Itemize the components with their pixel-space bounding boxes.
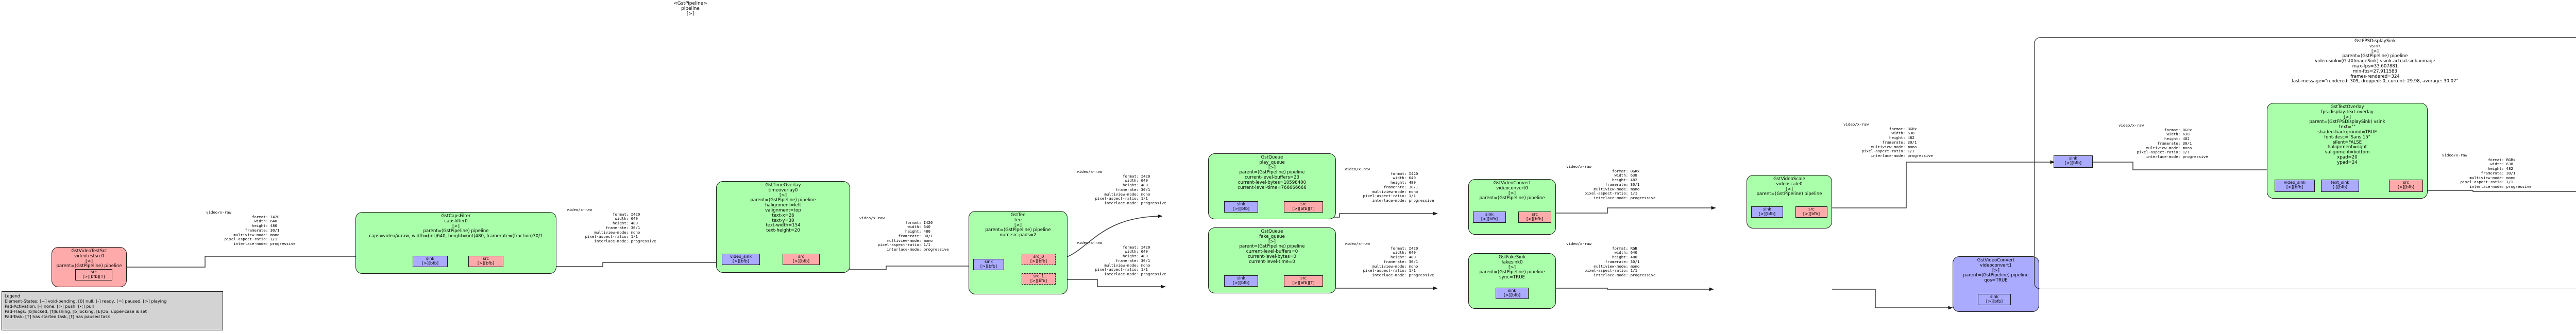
pad-src-fake_queue[interactable]: src [>][bfb][T]	[1284, 275, 1323, 287]
element-header-play_queue: GstQueue play_queue [>] parent=(GstPipel…	[1238, 155, 1307, 190]
pad-src_0-tee[interactable]: src_0 [>][bfb]	[1022, 254, 1056, 265]
element-play_queue[interactable]: GstQueue play_queue [>] parent=(GstPipel…	[1208, 153, 1336, 219]
element-fakesink0[interactable]: GstFakeSink fakesink0 [>] parent=(GstPip…	[1468, 253, 1556, 309]
caps-label-9: video/x-raw format: BGRx width: 638 heig…	[1843, 122, 1933, 159]
element-header-textoverlay: GstTextOverlay fps-display-text-overlay …	[2309, 104, 2385, 165]
element-capsfilter0[interactable]: GstCapsFilter capsfilter0 [>] parent=(Gs…	[355, 212, 556, 274]
element-header-videotestsrc0: GstVideoTestSrc videotestsrc0 [>] parent…	[56, 249, 122, 269]
pad-sink-videoconvert1[interactable]: sink [>][bfb]	[1978, 294, 2011, 305]
pad-sink-play_queue[interactable]: sink [>][bfb]	[1224, 201, 1258, 213]
caps-label-7: video/x-raw format: I420 width: 640 heig…	[1345, 241, 1434, 278]
element-fake_queue[interactable]: GstQueue fake_queue [>] parent=(GstPipel…	[1208, 227, 1336, 293]
pad-sink-capsfilter0[interactable]: sink [>][bfb]	[413, 256, 448, 267]
element-header-videoconvert1: GstVideoConvert videoconvert1 [>] parent…	[1963, 258, 2029, 284]
page-title: <GstPipeline> pipeline [>]	[673, 1, 707, 17]
caps-label-6: video/x-raw format: I420 width: 640 heig…	[1345, 167, 1434, 203]
element-header-videoscale0: GstVideoScale videoscale0 [>] parent=(Gs…	[1756, 177, 1822, 197]
pad-ghost-sink-vsink[interactable]: sink [>][bfb]	[2054, 155, 2093, 168]
pad-sink-fake_queue[interactable]: sink [>][bfb]	[1224, 275, 1258, 287]
pad-text_sink-textoverlay[interactable]: text_sink [-][bfb]	[2321, 180, 2359, 192]
caps-label-8: video/x-raw format: BGRx width: 638 heig…	[1566, 164, 1656, 201]
caps-label-2: video/x-raw format: I420 width: 640 heig…	[567, 207, 656, 244]
element-header-timeoverlay0: GstTimeOverlay timeoverlay0 [>] parent=(…	[750, 183, 816, 234]
pad-src-capsfilter0[interactable]: src [>][bfb]	[468, 256, 503, 267]
pad-src-videoscale0[interactable]: src [>][bfb]	[1795, 206, 1827, 218]
caps-label-11: video/x-raw format: BGRx width: 638 heig…	[2442, 153, 2532, 189]
element-header-videoconvert0: GstVideoConvert videoconvert0 [>] parent…	[1479, 181, 1545, 201]
caps-label-4: video/x-raw format: I420 width: 640 heig…	[1077, 169, 1166, 206]
pad-sink-fakesink0[interactable]: sink [>][bfb]	[1496, 288, 1529, 299]
element-videoconvert1[interactable]: GstVideoConvert videoconvert1 [>] parent…	[1953, 256, 2039, 312]
element-videoscale0[interactable]: GstVideoScale videoscale0 [>] parent=(Gs…	[1747, 175, 1832, 228]
element-header-fakesink0: GstFakeSink fakesink0 [>] parent=(GstPip…	[1479, 255, 1545, 280]
caps-label-3: video/x-raw format: I420 width: 640 heig…	[859, 216, 949, 252]
element-tee[interactable]: GstTee tee [>] parent=(GstPipeline) pipe…	[969, 211, 1067, 294]
pad-sink-timeoverlay0[interactable]: video_sink [>][bfb]	[722, 254, 760, 265]
legend: Legend Element-States: [~] void-pending,…	[2, 291, 223, 330]
element-header-fake_queue: GstQueue fake_queue [>] parent=(GstPipel…	[1239, 229, 1305, 265]
bin-title-vsink: GstFPSDisplaySink vsink [>] parent=(GstP…	[2292, 39, 2459, 84]
caps-label-10: video/x-raw format: BGRx width: 638 heig…	[2119, 123, 2208, 160]
element-videotestsrc0[interactable]: GstVideoTestSrc videotestsrc0 [>] parent…	[52, 247, 127, 287]
pad-src-timeoverlay0[interactable]: src [>][bfb]	[783, 254, 820, 265]
element-videoconvert0[interactable]: GstVideoConvert videoconvert0 [>] parent…	[1468, 179, 1556, 235]
pad-sink-tee[interactable]: sink [>][bfb]	[973, 259, 1004, 270]
pad-src-videoconvert0[interactable]: src [>][bfb]	[1518, 212, 1551, 223]
bin-vsink[interactable]	[2034, 37, 2576, 289]
pad-src_1-tee[interactable]: src_1 [>][bfb]	[1022, 273, 1056, 285]
pad-src-videotestsrc0[interactable]: src [>][bfb][T]	[75, 269, 112, 280]
caps-label-5: video/x-raw format: I420 width: 640 heig…	[1077, 240, 1166, 277]
element-timeoverlay0[interactable]: GstTimeOverlay timeoverlay0 [>] parent=(…	[716, 181, 850, 273]
element-textoverlay[interactable]: GstTextOverlay fps-display-text-overlay …	[2267, 103, 2428, 199]
pad-sink-videoconvert0[interactable]: sink [>][bfb]	[1473, 212, 1506, 223]
pad-sink-videoscale0[interactable]: sink [>][bfb]	[1751, 206, 1783, 218]
caps-label-1: video/x-raw format: I420 width: 640 heig…	[206, 210, 296, 247]
element-header-tee: GstTee tee [>] parent=(GstPipeline) pipe…	[985, 213, 1051, 238]
element-header-capsfilter0: GstCapsFilter capsfilter0 [>] parent=(Gs…	[369, 214, 543, 239]
pad-video_sink-textoverlay[interactable]: video_sink [>][bfb]	[2275, 180, 2315, 192]
pad-src-play_queue[interactable]: src [>][bfb][T]	[1284, 201, 1323, 213]
pad-src-textoverlay[interactable]: src [>][bfb]	[2389, 180, 2423, 192]
caps-label-13: video/x-raw format: RGB width: 640 heigh…	[1566, 241, 1656, 278]
